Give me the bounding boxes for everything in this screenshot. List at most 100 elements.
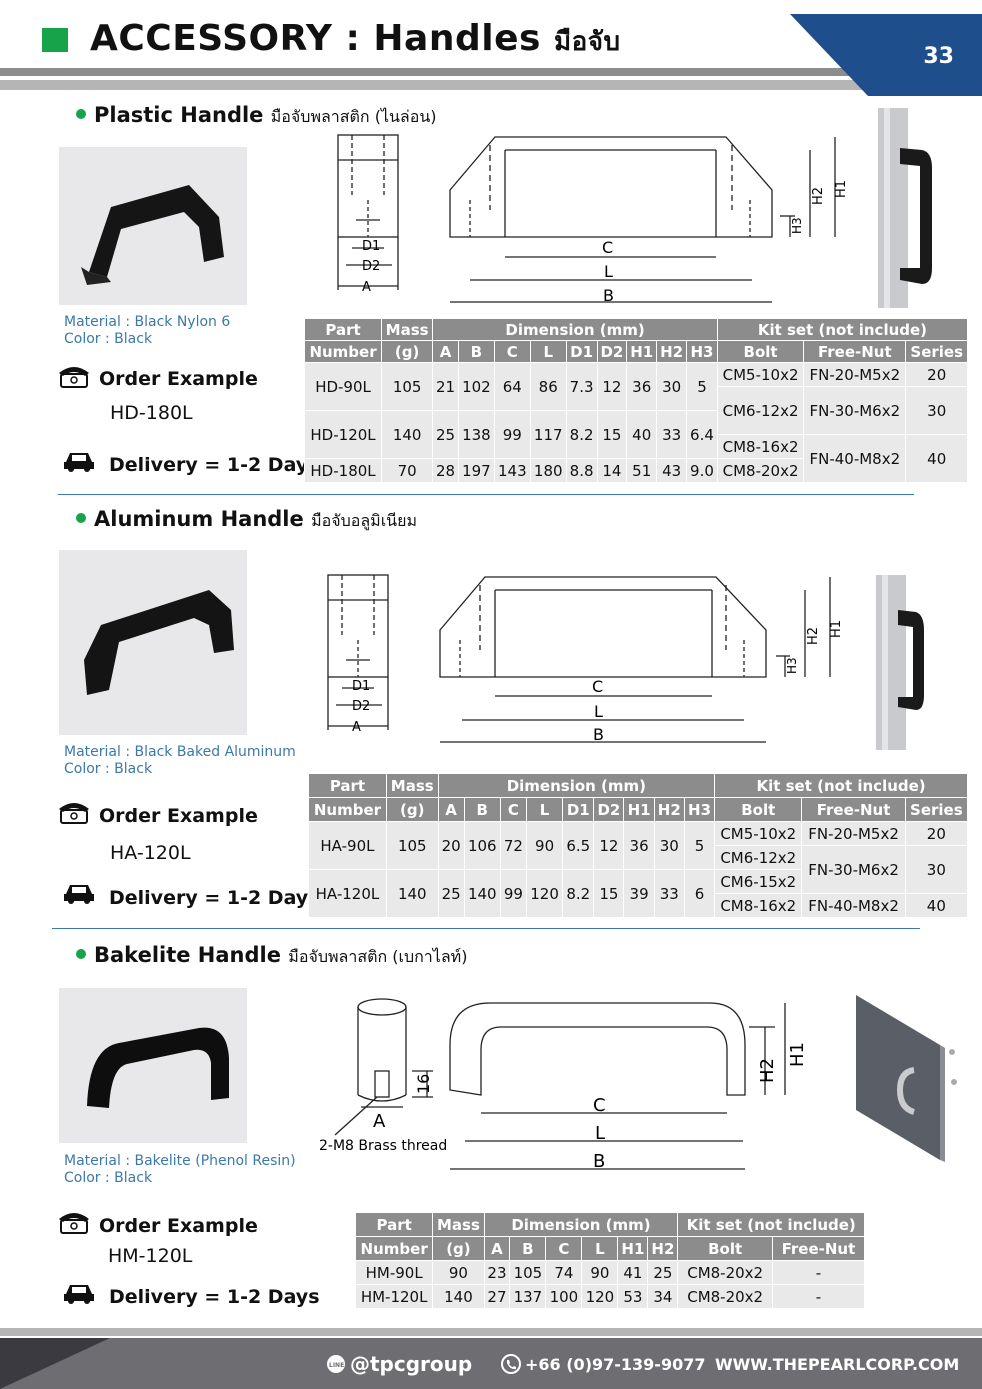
cell: 105 [385, 821, 439, 870]
table-row: CM6-12x2 FN-30-M6x2 30 [305, 386, 968, 435]
th-kitset: Kit set (not include) [677, 1212, 865, 1237]
cell: - [771, 1260, 866, 1285]
order-example-label: Order Example [99, 805, 258, 827]
section-divider [58, 494, 914, 495]
cell: 30 [904, 845, 969, 894]
th-dimension: Dimension (mm) [483, 1212, 679, 1237]
cell: 197 [457, 458, 495, 483]
label-b: B [593, 1151, 605, 1172]
label-a: A [352, 720, 361, 735]
table-row: HM-120L 140 27 137 100 120 53 34 CM8-20x… [354, 1284, 866, 1309]
th-series: Series [905, 340, 968, 363]
cell: 7.3 [565, 362, 598, 411]
line-app-icon: LINE [327, 1355, 345, 1373]
cell: HD-90L [303, 362, 383, 411]
footer-wedge [0, 1338, 110, 1389]
cell: 36 [623, 821, 655, 870]
section-title-thai: มือจับพลาสติก (เบกาไลท์) [288, 947, 468, 966]
cell: HM-90L [354, 1260, 434, 1285]
cell: 20 [905, 362, 968, 387]
bullet-icon [76, 513, 86, 523]
label-l: L [594, 702, 603, 721]
cell: 140 [432, 1284, 485, 1309]
label-d1: D1 [362, 239, 380, 254]
cell: 34 [647, 1284, 679, 1309]
th-a: A [483, 1236, 511, 1261]
mounted-photo-aluminum [876, 575, 924, 750]
section-title-thai: มือจับอลูมิเนียม [311, 511, 418, 530]
th-d1: D1 [562, 797, 595, 822]
th-l: L [529, 340, 567, 363]
cell: 86 [529, 362, 567, 411]
footer-top-bar [0, 1328, 982, 1336]
handle-photo-icon [81, 185, 224, 285]
label-a: A [373, 1111, 386, 1132]
header-bar-dark [0, 68, 982, 76]
cell: 9.0 [686, 458, 718, 483]
th-mass: Mass [432, 1212, 485, 1237]
cell: CM8-20x2 [677, 1260, 773, 1285]
cell: 140 [381, 410, 434, 459]
th-h1: H1 [623, 797, 655, 822]
label-h3: H3 [785, 657, 799, 674]
cell: CM8-20x2 [677, 1284, 773, 1309]
label-d2: D2 [352, 699, 370, 714]
th-mass: Mass [381, 318, 434, 341]
page-title-text: ACCESSORY : Handles [90, 18, 541, 59]
cell: 27 [483, 1284, 511, 1309]
order-example-label: Order Example [99, 368, 258, 390]
th-h1: H1 [626, 340, 658, 363]
cell: 99 [493, 410, 531, 459]
label-l: L [595, 1123, 605, 1144]
table-row: HA-90L 105 20 106 72 90 6.5 12 36 30 5 C… [308, 821, 969, 870]
th-c: C [545, 1236, 583, 1261]
th-bolt: Bolt [716, 340, 805, 363]
table-row: HD-90L 105 21 102 64 86 7.3 12 36 30 5 C… [303, 362, 968, 411]
cell: 12 [596, 362, 628, 411]
cell: 25 [647, 1260, 679, 1285]
cell: CM8-20x2 [716, 458, 805, 483]
th-part: Part [303, 318, 383, 341]
section-title-plastic: Plastic Handle มือจับพลาสติก (ไนล่อน) [76, 103, 437, 130]
cell: 33 [656, 410, 688, 459]
label-h2: H2 [757, 1058, 778, 1083]
cell: CM8-16x2 [714, 893, 803, 918]
cell: 21 [432, 362, 459, 411]
th-mass: Mass [385, 773, 439, 798]
order-example-value: HA-120L [110, 842, 191, 864]
cell: 64 [493, 362, 531, 411]
cell: 106 [463, 821, 501, 870]
footer-line-id[interactable]: @tpcgroup [350, 1352, 473, 1376]
car-icon [64, 453, 94, 472]
section-title-thai: มือจับพลาสติก (ไนล่อน) [270, 107, 437, 126]
product-photo-aluminum [59, 550, 247, 735]
cell: 36 [626, 362, 658, 411]
order-example-value: HD-180L [110, 402, 193, 424]
footer-phone[interactable]: +66 (0)97-139-9077 [525, 1355, 706, 1374]
section-title-aluminum: Aluminum Handle มือจับอลูมิเนียม [76, 507, 417, 534]
color-text: Color : Black [64, 1170, 153, 1186]
label-b: B [593, 725, 604, 744]
th-number: Number [303, 340, 383, 363]
table-row: HA-120L 140 25 140 99 120 8.2 15 39 33 6… [308, 869, 968, 918]
th-dimension: Dimension (mm) [432, 318, 718, 341]
th-c: C [499, 797, 527, 822]
th-g: (g) [381, 340, 434, 363]
section-divider [52, 928, 920, 929]
cell: 43 [656, 458, 688, 483]
label-l: L [604, 262, 613, 281]
delivery-text: Delivery = 1-2 Days [109, 454, 320, 476]
section-title-text: Bakelite Handle [94, 943, 281, 967]
cell: 25 [432, 410, 459, 459]
order-example-label: Order Example [99, 1215, 258, 1237]
cell: FN-40-M8x2 [803, 434, 907, 483]
cell: 39 [623, 869, 655, 918]
phone-icon [501, 1354, 521, 1374]
svg-text:LINE: LINE [329, 1362, 344, 1369]
technical-drawing-bakelite: A 16 2-M8 Brass thread C L B H1 H2 [319, 998, 808, 1172]
cell: 138 [457, 410, 495, 459]
footer-website[interactable]: WWW.THEPEARLCORP.COM [715, 1355, 960, 1374]
handle-photo-icon [84, 590, 234, 695]
cell: 140 [385, 869, 439, 918]
product-photo-plastic [59, 147, 247, 305]
